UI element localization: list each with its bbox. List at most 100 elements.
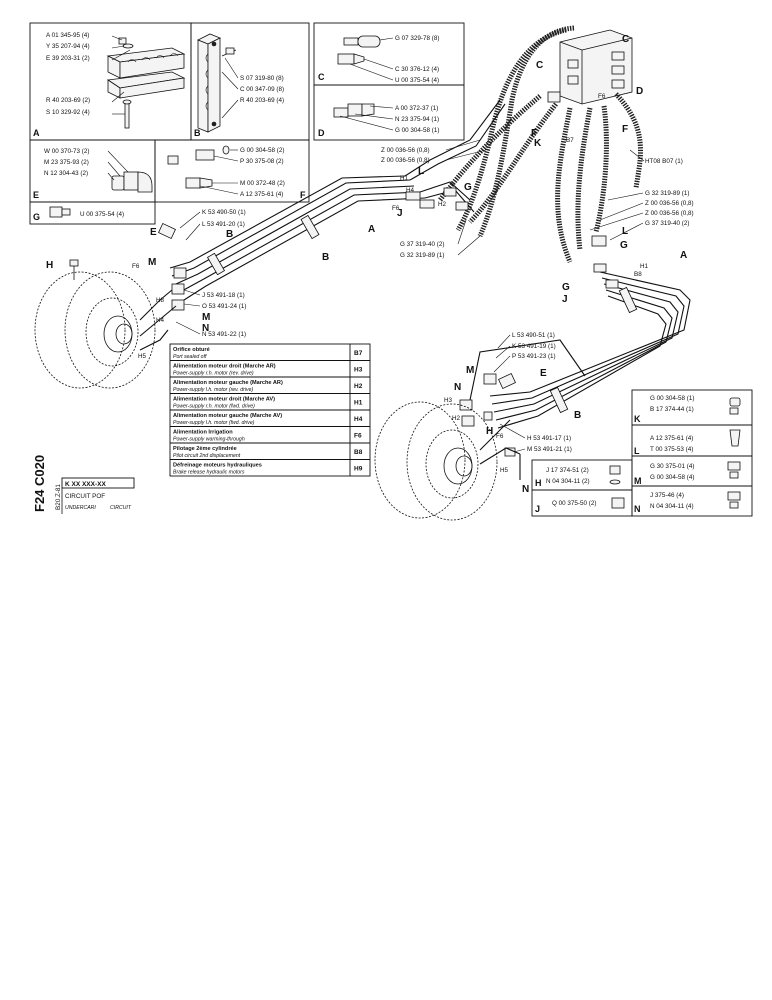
legend-row-en: Power-supply l.h. motor (fwd. drive) (173, 420, 255, 426)
callout-k53b: K 53 491-19 (1) (512, 343, 556, 350)
part-a-5: S 10 329-92 (4) (46, 109, 90, 116)
inset-box-c: G 07 329-78 (8) C 30 376-12 (4) U 00 375… (313, 22, 465, 86)
letter-markers: C C D F F K L G J A B B E H M M N L G A … (46, 34, 687, 495)
callout-l53: L 53 491-20 (1) (202, 221, 245, 228)
part-h-1: J 17 374-51 (2) (546, 467, 589, 474)
inset-box-hj: J 17 374-51 (2) N 04 304-11 (2) H Q 00 3… (531, 459, 633, 517)
marker-n-3: N (522, 484, 529, 495)
box-e-letter: E (33, 190, 39, 200)
marker-e-1: E (150, 227, 157, 238)
part-c-2: C 30 376-12 (4) (395, 66, 439, 73)
marker-b-2: B (226, 229, 233, 240)
marker-h-1: H (46, 260, 53, 271)
part-m-2: G 00 304-58 (4) (650, 474, 694, 481)
marker-g-2: G (620, 240, 628, 251)
part-e-1: W 00 370-73 (2) (44, 148, 90, 155)
part-m-1: G 30 375-01 (4) (650, 463, 694, 470)
part-k-1: G 00 304-58 (1) (650, 395, 694, 402)
box-f-letter: F (300, 190, 306, 200)
callout-g32-b: G 32 319-89 (1) (400, 252, 444, 259)
callout-l53b: L 53 490-51 (1) (512, 332, 555, 339)
hose-code-h1-2: H1 (640, 263, 649, 270)
legend-row-en: Port sealed off (173, 354, 207, 360)
callout-j53: J 53 491-18 (1) (202, 292, 245, 299)
marker-f-1: F (531, 128, 537, 139)
part-h-2: N 04 304-11 (2) (546, 478, 590, 485)
marker-d-1: D (636, 86, 643, 97)
hose-code-b8: B8 (634, 271, 642, 278)
legend-row-code: H3 (354, 367, 363, 374)
legend-row-en: Power-supply l.h. motor (rev. drive) (173, 387, 254, 393)
marker-k-1: K (534, 138, 542, 149)
part-f-4: A 12 375-61 (4) (240, 191, 283, 198)
legend-row-fr: Alimentation moteur droit (Marche AR) (173, 364, 276, 370)
part-n-1: J 375-46 (4) (650, 492, 684, 499)
box-b-letter: B (194, 128, 201, 138)
banjo-fitting-icon (337, 35, 394, 81)
inset-box-g: U 00 375-54 (4) G (29, 201, 156, 225)
callout-k53: K 53 490-50 (1) (202, 209, 246, 216)
part-l-2: T 00 375-53 (4) (650, 446, 693, 453)
legend-row-en: Pilot circuit 2nd displacement (173, 453, 241, 459)
hose-code-f6-3: F6 (132, 263, 140, 270)
box-a-letter: A (33, 128, 40, 138)
hose-code-b7: B7 (566, 137, 574, 144)
marker-n-1: N (202, 323, 209, 334)
part-f-1: G 00 304-58 (2) (240, 147, 284, 154)
sheet-ref: K XX XXX-XX (65, 481, 106, 488)
legend-row-code: H4 (354, 416, 363, 423)
legend-row-code: H9 (354, 466, 363, 473)
part-e-3: N 12 304-43 (2) (44, 170, 88, 177)
title-fr: CIRCUIT POF (65, 493, 105, 500)
box-l-letter: L (634, 446, 640, 456)
hose-code-h3: H3 (444, 397, 453, 404)
marker-m-3: M (466, 365, 474, 376)
callout-p53: P 53 491-23 (1) (512, 353, 556, 360)
right-wheel-motor (374, 401, 521, 521)
part-g-1: U 00 375-54 (4) (80, 211, 124, 218)
legend-row-fr: Alimentation moteur droit (Marche AV) (173, 397, 275, 403)
hose-code-h1: H1 (400, 175, 409, 182)
legend-row-en: Power-supply warming-through (173, 437, 245, 443)
clamp-block-icon (106, 35, 186, 129)
straight-union-icon (167, 145, 239, 195)
inset-box-e: W 00 370-73 (2) M 23 375-93 (2) N 12 304… (29, 139, 156, 203)
callout-g37-b: G 37 319-40 (2) (400, 241, 444, 248)
box-c-letter: C (318, 72, 325, 82)
marker-c-2: C (536, 60, 543, 71)
part-b-2: C 00 347-09 (8) (240, 86, 284, 93)
box-k-letter: K (634, 414, 641, 424)
legend-row-en: Power-supply r.h. motor (rev. drive) (173, 371, 254, 377)
part-f-2: P 30 375-08 (2) (240, 158, 284, 165)
marker-a-2: A (680, 250, 687, 261)
callout-z056-d: Z 00 036-56 (0,8) (645, 210, 694, 217)
marker-m-1: M (148, 257, 156, 268)
legend-row-fr: Alimentation moteur gauche (Marche AR) (173, 380, 283, 386)
part-j-1: Q 00 375-50 (2) (552, 500, 596, 507)
title-en-2: CIRCUIT (110, 505, 132, 511)
marker-n-2: N (454, 382, 461, 393)
part-k-2: B 17 374-44 (1) (650, 406, 694, 413)
part-a-3: E 39 203-31 (2) (46, 55, 90, 62)
part-l-1: A 12 375-61 (4) (650, 435, 693, 442)
callout-m53: M 53 491-21 (1) (527, 446, 572, 453)
marker-a-1: A (368, 224, 375, 235)
callout-n53: N 53 491-22 (1) (202, 331, 246, 338)
braided-hoses (438, 25, 643, 263)
marker-h-2: H (486, 426, 493, 437)
hose-code-h5: H5 (138, 353, 147, 360)
callout-labels: Z 00 036-56 (0,8) Z 00 036-56 (0,8) HT08… (175, 139, 694, 453)
legend-row-en: Brake release hydraulic motors (173, 470, 245, 476)
sheet-code: F24 C020 (32, 455, 47, 512)
part-a-1: A 01 345-95 (4) (46, 32, 89, 39)
callout-g32-a: G 32 319-89 (1) (645, 190, 689, 197)
marker-f-2: F (622, 124, 628, 135)
part-d-1: A 00 372-37 (1) (395, 105, 438, 112)
marker-b-3: B (574, 410, 581, 421)
title-en-1: UNDERCARI (65, 505, 96, 511)
title-block: F24 C020 B20.Z-81 K XX XXX-XX CIRCUIT PO… (32, 455, 135, 514)
marker-g-1: G (464, 182, 472, 193)
marker-g-3: G (562, 282, 570, 293)
legend-row-fr: Alimentation Irrigation (173, 430, 233, 436)
